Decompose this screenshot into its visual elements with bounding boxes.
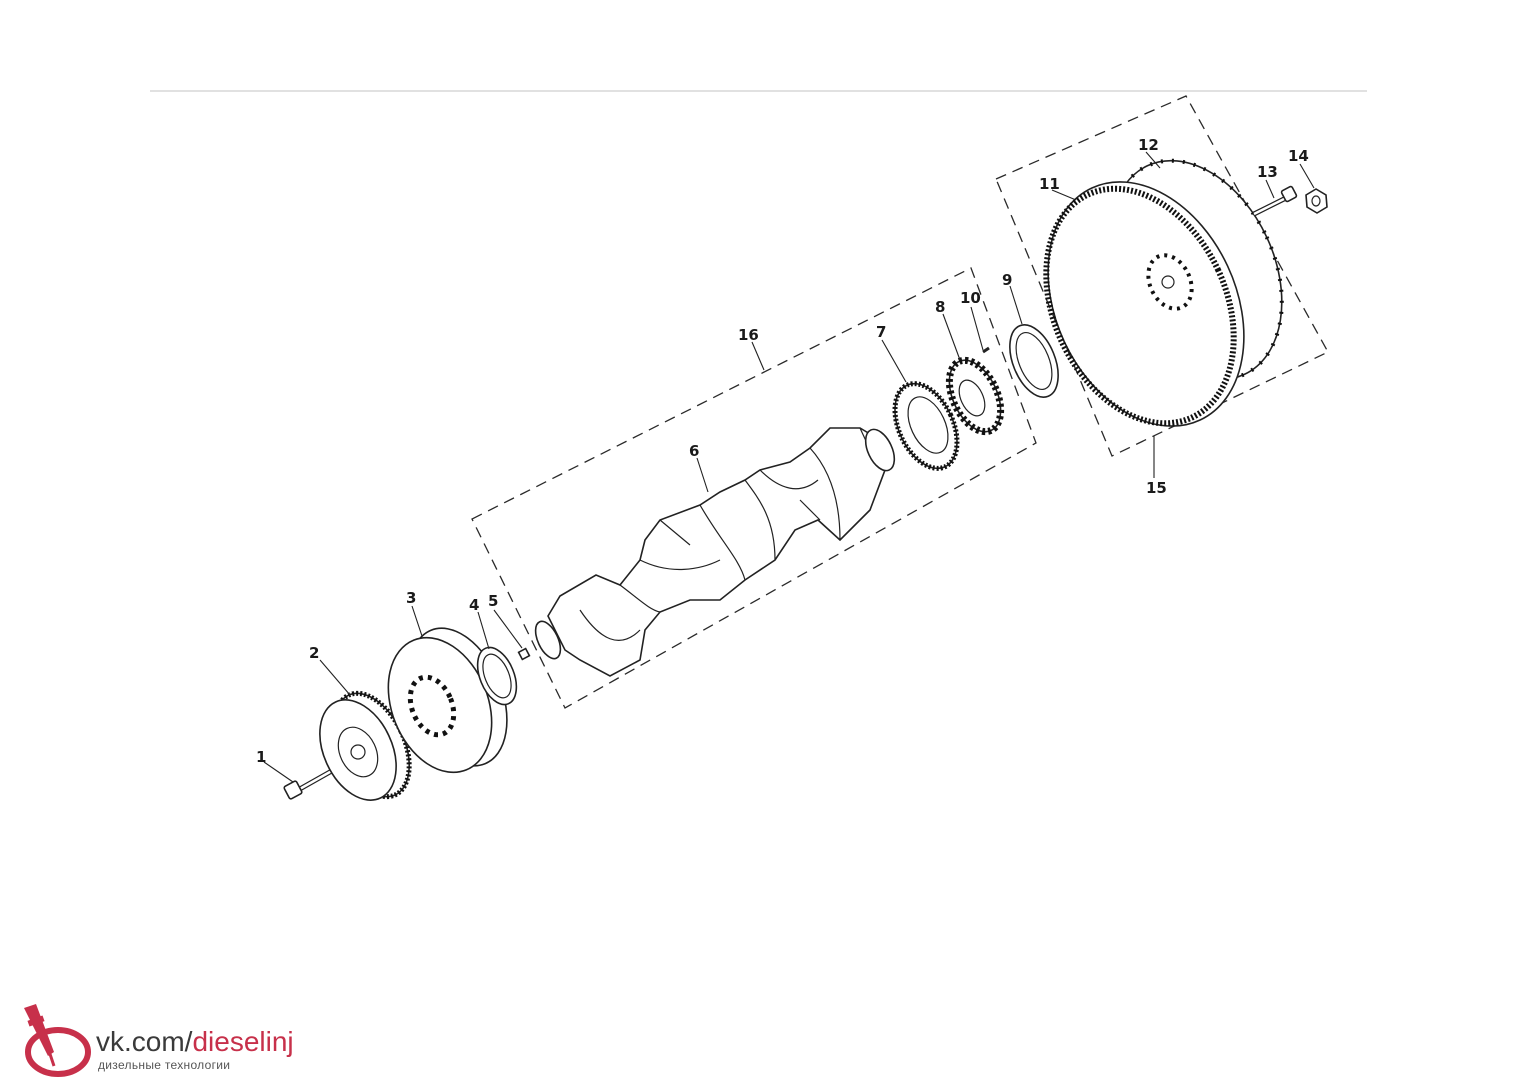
crankshaft-group-box-16 <box>471 267 1037 709</box>
callout-4: 4 <box>469 596 479 614</box>
callout-2: 2 <box>309 644 319 662</box>
watermark-logo[interactable]: vk.com/dieselinj дизельные технологии <box>14 1000 314 1080</box>
watermark-url-highlight: dieselinj <box>192 1026 294 1057</box>
injector-logo-icon <box>24 1004 91 1077</box>
callout-3: 3 <box>406 589 416 607</box>
pin-10 <box>982 346 990 354</box>
callout-12: 12 <box>1138 136 1159 154</box>
rear-seal-9 <box>1009 324 1059 398</box>
callout-8: 8 <box>935 298 945 316</box>
ring-gear-11 <box>1043 185 1237 427</box>
seal-ring-4 <box>476 646 518 706</box>
callout-7: 7 <box>876 323 886 341</box>
flywheel-12 <box>1047 158 1284 427</box>
callout-16: 16 <box>738 326 759 344</box>
callout-11: 11 <box>1039 175 1060 193</box>
callout-10: 10 <box>960 289 981 307</box>
pulley-2 <box>319 690 412 801</box>
watermark-url[interactable]: vk.com/dieselinj <box>96 1026 294 1058</box>
bolt-1 <box>283 765 339 800</box>
watermark-url-prefix: vk.com/ <box>96 1026 193 1057</box>
callout-labels: 1 2 3 4 5 6 7 8 9 10 11 12 13 14 15 16 <box>256 136 1309 766</box>
crankshaft-6 <box>534 427 896 677</box>
callout-14: 14 <box>1288 147 1309 165</box>
callout-9: 9 <box>1002 271 1012 289</box>
callout-1: 1 <box>256 748 266 766</box>
callout-6: 6 <box>689 442 699 460</box>
callout-15: 15 <box>1146 479 1167 497</box>
flywheel-bolt-13 <box>1252 185 1298 217</box>
watermark-subtitle: дизельные технологии <box>98 1058 231 1072</box>
timing-gear-7 <box>892 381 960 471</box>
gear-8 <box>945 356 1005 436</box>
callout-13: 13 <box>1257 163 1278 181</box>
callout-5: 5 <box>488 592 498 610</box>
nut-14 <box>1305 188 1328 214</box>
key-5 <box>517 647 531 661</box>
leader-lines <box>263 151 1315 783</box>
